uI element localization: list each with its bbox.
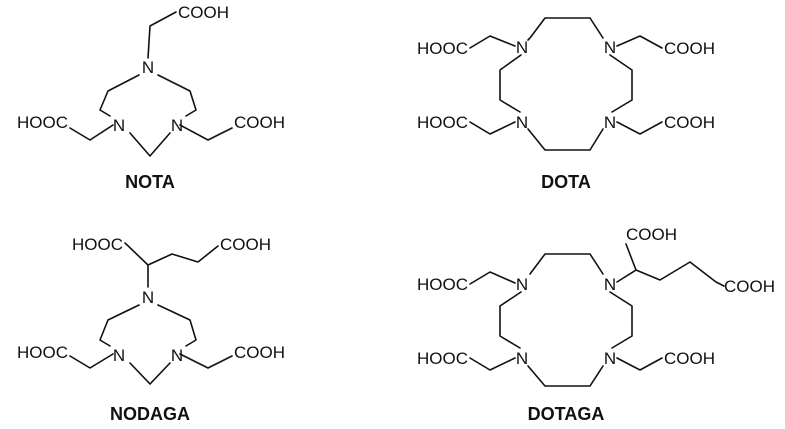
- dotaga-name: DOTAGA: [528, 404, 605, 424]
- nodaga-hooc-left: HOOC: [17, 343, 68, 362]
- nodaga-cooh-right: COOH: [234, 343, 285, 362]
- nodaga-n-right: N: [171, 346, 183, 365]
- dotaga-n-br: N: [604, 349, 616, 368]
- nodaga-cooh-top: COOH: [220, 235, 271, 254]
- nodaga-n-left: N: [113, 346, 125, 365]
- nota-cooh-right: COOH: [234, 113, 285, 132]
- nota-bonds: [69, 11, 233, 157]
- nota-name: NOTA: [125, 172, 175, 192]
- nodaga-name: NODAGA: [110, 404, 190, 424]
- dotaga-structure: N N N N COOH COOH HOOC HOOC COOH DOTAGA: [417, 225, 775, 424]
- nota-n-top: N: [142, 58, 154, 77]
- dota-bonds: [469, 17, 663, 151]
- dotaga-n-tr: N: [604, 275, 616, 294]
- dota-name: DOTA: [541, 172, 591, 192]
- nodaga-n-top: N: [142, 288, 154, 307]
- nodaga-hooc-top: HOOC: [72, 235, 123, 254]
- dotaga-cooh-top: COOH: [626, 225, 677, 244]
- nota-n-left: N: [113, 116, 125, 135]
- dota-n-tr: N: [604, 38, 616, 57]
- dota-hooc-bl: HOOC: [417, 113, 468, 132]
- nodaga-bonds: [69, 242, 233, 385]
- dotaga-bonds: [469, 243, 725, 387]
- dota-cooh-br: COOH: [664, 113, 715, 132]
- dotaga-n-tl: N: [516, 275, 528, 294]
- dota-structure: N N N N HOOC COOH HOOC COOH DOTA: [417, 17, 715, 192]
- nota-structure: N N N COOH HOOC COOH NOTA: [17, 3, 285, 192]
- dotaga-hooc-bl: HOOC: [417, 349, 468, 368]
- nota-cooh-top: COOH: [178, 3, 229, 22]
- dota-hooc-tl: HOOC: [417, 39, 468, 58]
- nodaga-structure: N N N HOOC COOH HOOC COOH NODAGA: [17, 235, 285, 424]
- nota-n-right: N: [171, 116, 183, 135]
- dota-n-bl: N: [516, 113, 528, 132]
- dotaga-n-bl: N: [516, 349, 528, 368]
- dota-cooh-tr: COOH: [664, 39, 715, 58]
- dotaga-hooc-tl: HOOC: [417, 275, 468, 294]
- dotaga-cooh-br: COOH: [664, 349, 715, 368]
- dota-n-br: N: [604, 113, 616, 132]
- nota-hooc-left: HOOC: [17, 113, 68, 132]
- dotaga-cooh-chain: COOH: [724, 277, 775, 296]
- dota-n-tl: N: [516, 38, 528, 57]
